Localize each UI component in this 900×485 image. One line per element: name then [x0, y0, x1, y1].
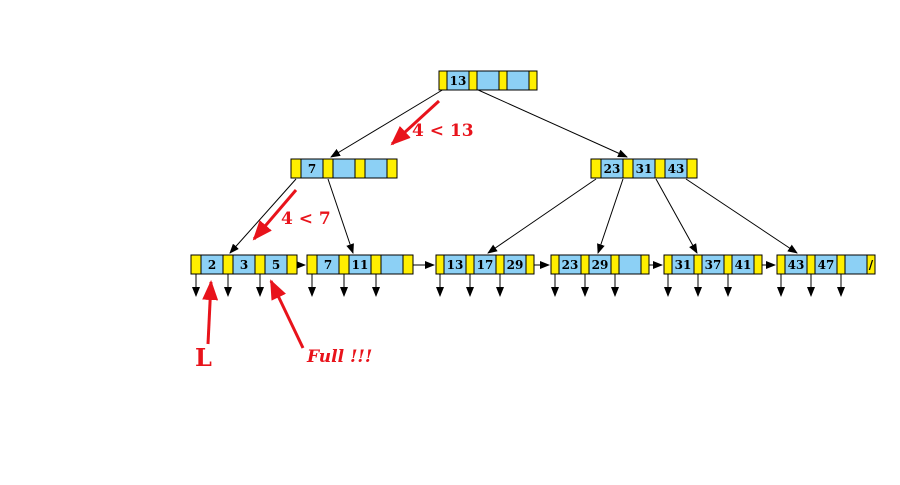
key-value: 31	[636, 162, 653, 176]
pointer-slot	[866, 254, 876, 275]
edge-internal-right-to-leaf-5	[655, 178, 698, 254]
label-compare-root: 4 < 13	[412, 121, 474, 141]
pointer-slot	[806, 254, 816, 275]
node-leaf-3: 13 17 29	[435, 254, 535, 275]
key-value: 11	[352, 258, 369, 272]
key-value: 2	[208, 258, 216, 272]
pointer-slot	[290, 158, 302, 179]
pointer-slot	[610, 254, 620, 275]
pointer-slot	[723, 254, 733, 275]
key-slot	[364, 158, 388, 179]
label-compare-internal: 4 < 7	[281, 209, 331, 229]
key-slot	[476, 70, 500, 91]
pointer-slot	[222, 254, 234, 275]
node-leaf-1: 2 3 5	[190, 254, 298, 275]
record-pointers	[192, 274, 845, 297]
node-leaf-5: 31 37 41	[663, 254, 763, 275]
pointer-slot	[776, 254, 786, 275]
key-slot	[844, 254, 868, 275]
node-internal-left: 7	[290, 158, 398, 179]
arrow-leaf-label	[202, 280, 219, 345]
pointer-slot	[468, 70, 478, 91]
null-pointer-mark: /	[869, 258, 874, 272]
pointer-slot	[525, 254, 535, 275]
node-internal-right: 23 31 43	[590, 158, 698, 179]
pointer-slot	[354, 158, 366, 179]
pointer-slot	[190, 254, 202, 275]
pointer-slot	[550, 254, 560, 275]
pointer-slot	[654, 158, 666, 179]
annotations: 4 < 13 4 < 7 L Full !!!	[195, 99, 474, 372]
tree-edges	[229, 88, 798, 254]
key-slot	[506, 70, 530, 91]
key-value: 37	[705, 258, 722, 272]
pointer-slot	[322, 158, 334, 179]
pointer-slot	[640, 254, 650, 275]
pointer-slot	[386, 158, 398, 179]
node-leaf-2: 7 11	[306, 254, 414, 275]
pointer-slot	[370, 254, 382, 275]
key-slot	[332, 158, 356, 179]
pointer-slot	[590, 158, 602, 179]
edge-root-to-internal-left	[330, 88, 445, 158]
pointer-slot	[465, 254, 475, 275]
key-value: 13	[450, 74, 467, 88]
node-root: 13	[438, 70, 538, 91]
pointer-slot	[622, 158, 634, 179]
arrow-full-label	[269, 279, 305, 349]
key-value: 3	[240, 258, 248, 272]
pointer-slot	[528, 70, 538, 91]
edge-internal-right-to-leaf-3	[487, 178, 597, 254]
pointer-slot	[498, 70, 508, 91]
pointer-slot	[402, 254, 414, 275]
key-value: 17	[477, 258, 494, 272]
pointer-slot	[580, 254, 590, 275]
pointer-slot	[286, 254, 298, 275]
label-full: Full !!!	[306, 347, 372, 367]
pointer-slot	[306, 254, 318, 275]
key-value: 43	[788, 258, 805, 272]
key-value: 7	[324, 258, 332, 272]
pointer-slot	[254, 254, 266, 275]
edge-internal-left-to-leaf-1	[229, 178, 297, 254]
pointer-slot	[338, 254, 350, 275]
key-value: 23	[604, 162, 621, 176]
key-value: 43	[668, 162, 685, 176]
edge-internal-right-to-leaf-4	[597, 178, 624, 254]
pointer-slot	[435, 254, 445, 275]
pointer-slot	[693, 254, 703, 275]
key-value: 13	[447, 258, 464, 272]
pointer-slot	[686, 158, 698, 179]
pointer-slot	[836, 254, 846, 275]
key-slot	[380, 254, 404, 275]
key-value: 29	[507, 258, 524, 272]
pointer-slot	[663, 254, 673, 275]
pointer-slot	[438, 70, 448, 91]
key-value: 31	[675, 258, 692, 272]
key-value: 23	[562, 258, 579, 272]
pointer-slot	[753, 254, 763, 275]
key-value: 47	[818, 258, 835, 272]
arrow-compare-internal	[252, 189, 298, 241]
arrow-compare-root	[390, 99, 441, 146]
edge-internal-right-to-leaf-6	[685, 178, 798, 254]
key-value: 41	[735, 258, 752, 272]
label-leaf: L	[195, 343, 212, 372]
edge-internal-left-to-leaf-2	[327, 178, 354, 254]
node-leaf-4: 23 29	[550, 254, 650, 275]
key-value: 7	[308, 162, 316, 176]
key-value: 29	[592, 258, 609, 272]
edge-root-to-internal-right	[475, 88, 628, 158]
pointer-slot	[495, 254, 505, 275]
node-leaf-6: 43 47 /	[776, 254, 876, 275]
key-value: 5	[272, 258, 280, 272]
key-slot	[618, 254, 642, 275]
